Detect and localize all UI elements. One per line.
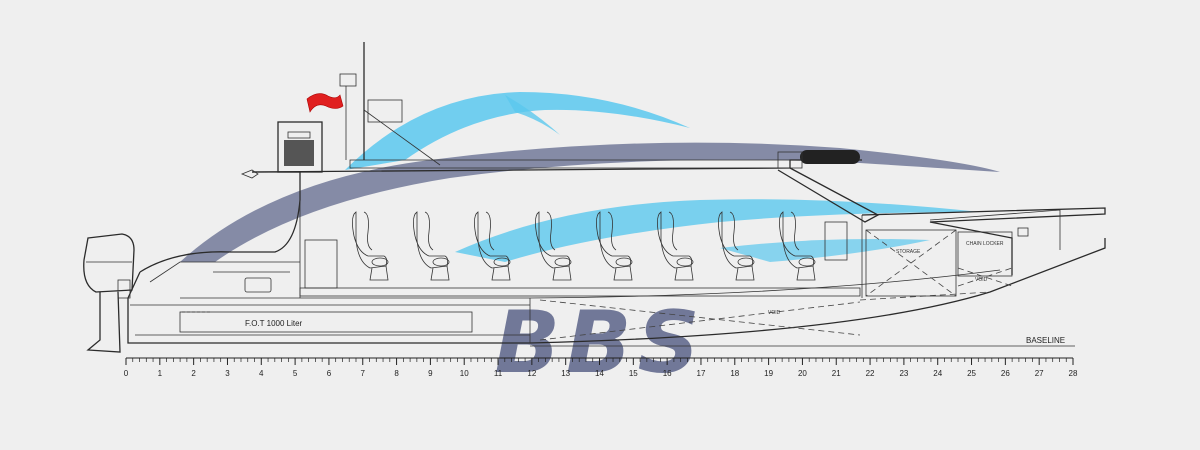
aft-hatch (244, 277, 272, 293)
console (824, 221, 848, 261)
scale-tick-label: 8 (394, 369, 399, 378)
scale-tick-label: 0 (124, 369, 129, 378)
scale-tick-label: 25 (967, 369, 976, 378)
logo-swoosh-dark (180, 142, 1000, 262)
scale-tick-label: 27 (1035, 369, 1044, 378)
roof-tube (800, 150, 860, 164)
fuel-tank (179, 311, 473, 333)
bow-rail (929, 209, 1061, 250)
deck-line-lower (180, 269, 1001, 299)
chain-locker (957, 231, 1013, 277)
scale-tick-label: 4 (259, 369, 264, 378)
scale-tick-label: 12 (527, 369, 536, 378)
scale-tick-label: 1 (158, 369, 163, 378)
passenger-seat (718, 211, 755, 281)
logo-swoosh-light-upper (345, 92, 690, 170)
scale-tick-label: 16 (663, 369, 672, 378)
sheer-line (139, 171, 301, 273)
scale-tick-label: 11 (494, 369, 503, 378)
scale-tick-label: 14 (595, 369, 604, 378)
passenger-seat (352, 211, 389, 281)
radar-dome (367, 99, 403, 123)
bbs-logo-watermark: BBS (180, 92, 1000, 393)
scale-tick-label: 7 (361, 369, 366, 378)
logo-swoosh-light-lower (455, 199, 980, 262)
windscreen (777, 167, 880, 223)
scale-tick-label: 22 (866, 369, 875, 378)
ac-unit-top (287, 131, 311, 139)
scale-tick-label: 21 (832, 369, 841, 378)
storage-label: STORAGE (896, 249, 921, 255)
scale-tick-label: 5 (293, 369, 298, 378)
roof-mount (777, 151, 803, 169)
deck-line-upper (149, 261, 300, 283)
bow-void-label: VOID (975, 277, 988, 283)
logo-swoosh-light-inner (505, 95, 560, 135)
passenger-seat (779, 211, 816, 281)
scale-tick-label: 13 (561, 369, 570, 378)
outboard-clamp (117, 279, 131, 299)
passenger-seat (657, 211, 694, 281)
cabin-aft-locker (304, 239, 338, 289)
scale-tick-label: 17 (697, 369, 706, 378)
flag (306, 93, 344, 113)
mast-equipment (240, 42, 860, 179)
passenger-seat (535, 211, 572, 281)
fuel-tank-label: F.O.T 1000 Liter (245, 319, 303, 328)
scale-tick-label: 19 (764, 369, 773, 378)
mast-stay (363, 109, 441, 166)
scale-tick-label: 28 (1069, 369, 1078, 378)
passenger-seat (474, 211, 511, 281)
keel-void-label: VOID (768, 310, 781, 316)
cabin-floor (299, 287, 861, 297)
searchlight-icon (240, 169, 259, 179)
scale-tick-label: 24 (933, 369, 942, 378)
scale-tick-label: 15 (629, 369, 638, 378)
scale-tick-label: 26 (1001, 369, 1010, 378)
outboard-leg (86, 291, 121, 353)
scale-tick-label: 9 (428, 369, 433, 378)
scale-tick-label: 2 (191, 369, 196, 378)
ac-unit (277, 121, 323, 173)
scale-tick-label: 18 (730, 369, 739, 378)
bow-compartments: STORAGE CHAIN LOCKER VOID (824, 207, 1106, 297)
outboard-cowling (83, 233, 135, 293)
ac-unit-grille (284, 140, 314, 166)
scale-tick-label: 20 (798, 369, 807, 378)
storage-compartment (865, 229, 957, 297)
scale-tick-label: 6 (327, 369, 332, 378)
mast-light-box (339, 73, 357, 87)
baseline-label: BASELINE (1026, 336, 1065, 345)
passenger-seat (413, 211, 450, 281)
bow-cleat (1017, 227, 1029, 237)
hull-outline (127, 238, 1106, 344)
passenger-seat (596, 211, 633, 281)
hardtop (349, 159, 791, 169)
scale-tick-label: 23 (899, 369, 908, 378)
passenger-seats (352, 211, 816, 281)
scale-tick-label: 10 (460, 369, 469, 378)
chain-locker-label: CHAIN LOCKER (966, 241, 1004, 247)
scale-tick-label: 3 (225, 369, 230, 378)
outboard-motor (83, 233, 135, 353)
storage-dashed (865, 229, 957, 297)
